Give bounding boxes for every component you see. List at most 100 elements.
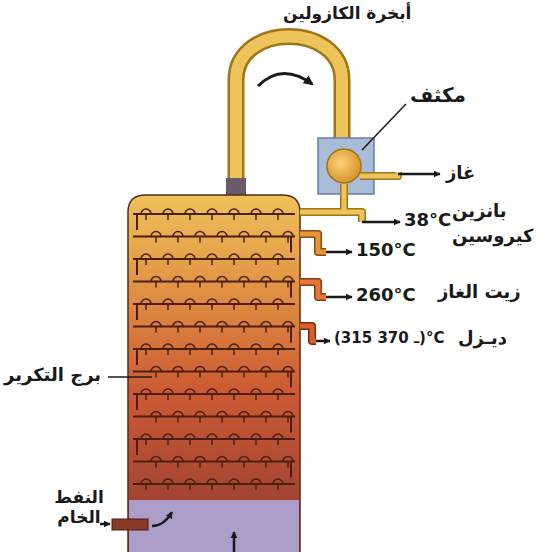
bubble-cap [151,367,161,378]
bubble-cap [273,434,283,445]
downcomer [290,327,292,343]
bubble-cap [151,232,161,243]
product-label: كيروسين [452,226,533,247]
bubble-cap [251,389,261,400]
bubble-cap [273,344,283,355]
bubble-cap [239,412,249,423]
bubble-cap [239,232,249,243]
temperature-label: 150°C [356,240,416,261]
product-label: بانزين [452,201,506,222]
bubble-cap [207,479,217,490]
bubble-cap [173,367,183,378]
bubble-cap [207,389,217,400]
bubble-cap [141,209,151,220]
bubble-cap [217,412,227,423]
bubble-cap [207,299,217,310]
bubble-cap [163,344,173,355]
bubble-cap [261,457,271,468]
bubble-cap [261,412,271,423]
tray [133,258,295,260]
bubble-cap [273,209,283,220]
outlet-arrows [316,174,440,341]
bubble-cap [163,434,173,445]
vapour-label: أبخرة الكازولين [283,4,411,24]
bubble-cap [251,344,261,355]
bubble-cap [151,277,161,288]
bubble-cap [217,232,227,243]
bubble-cap [151,412,161,423]
flow-arrow [258,73,312,86]
bubble-cap [163,389,173,400]
bubble-cap [173,412,183,423]
downcomer [136,259,138,275]
bubble-cap [229,344,239,355]
bubble-cap [173,322,183,333]
downcomer [290,417,292,433]
tray-group [133,209,295,490]
inlet-pipe [112,519,148,530]
bubble-cap [185,434,195,445]
bubble-cap [229,389,239,400]
bubble-cap [229,434,239,445]
tray [133,348,295,350]
bubble-cap [173,277,183,288]
downcomer [290,237,292,253]
downcomer [136,394,138,410]
bubble-cap [217,367,227,378]
bubble-cap [251,209,261,220]
bubble-cap [141,299,151,310]
bubble-cap [217,277,227,288]
bubble-cap [141,254,151,265]
bubble-cap [273,479,283,490]
bubble-cap [229,254,239,265]
bubble-cap [273,389,283,400]
heat-arrow [233,532,236,552]
downcomer [136,349,138,365]
downcomer [290,462,292,478]
bubble-cap [261,277,271,288]
bubble-cap [229,299,239,310]
part-label: برج التكرير [4,365,101,386]
bubble-cap [195,322,205,333]
bubble-cap [185,254,195,265]
bubble-cap [239,277,249,288]
bubble-cap [185,299,195,310]
bubble-cap [261,367,271,378]
tower-leader [108,376,152,378]
downcomer [136,214,138,230]
bubble-cap [207,254,217,265]
bubble-cap [173,232,183,243]
condenser-leader [362,104,406,150]
bubble-cap [261,322,271,333]
bubble-cap [173,457,183,468]
bubble-cap [217,322,227,333]
bubble-cap [261,232,271,243]
bubble-cap [229,479,239,490]
bubble-cap [239,367,249,378]
product-label: ديـزل [458,328,507,349]
bubble-cap [163,479,173,490]
bubble-cap [207,209,217,220]
bubble-cap [195,457,205,468]
part-label: النفط الخام [50,488,108,527]
part-label: مكثف [410,84,466,107]
bubble-cap [273,299,283,310]
bubble-cap [251,434,261,445]
tray [133,393,295,395]
bubble-cap [207,434,217,445]
tray [133,483,295,485]
downcomer [136,304,138,320]
bubble-cap [163,299,173,310]
bubble-cap [217,457,227,468]
downcomer [290,372,292,388]
bubble-cap [195,412,205,423]
bubble-cap [239,457,249,468]
product-label: غاز [446,163,475,184]
temperature-label: 38°C [404,210,451,231]
bubble-cap [141,344,151,355]
bubble-cap [185,209,195,220]
bubble-cap [195,232,205,243]
bubble-cap [185,479,195,490]
